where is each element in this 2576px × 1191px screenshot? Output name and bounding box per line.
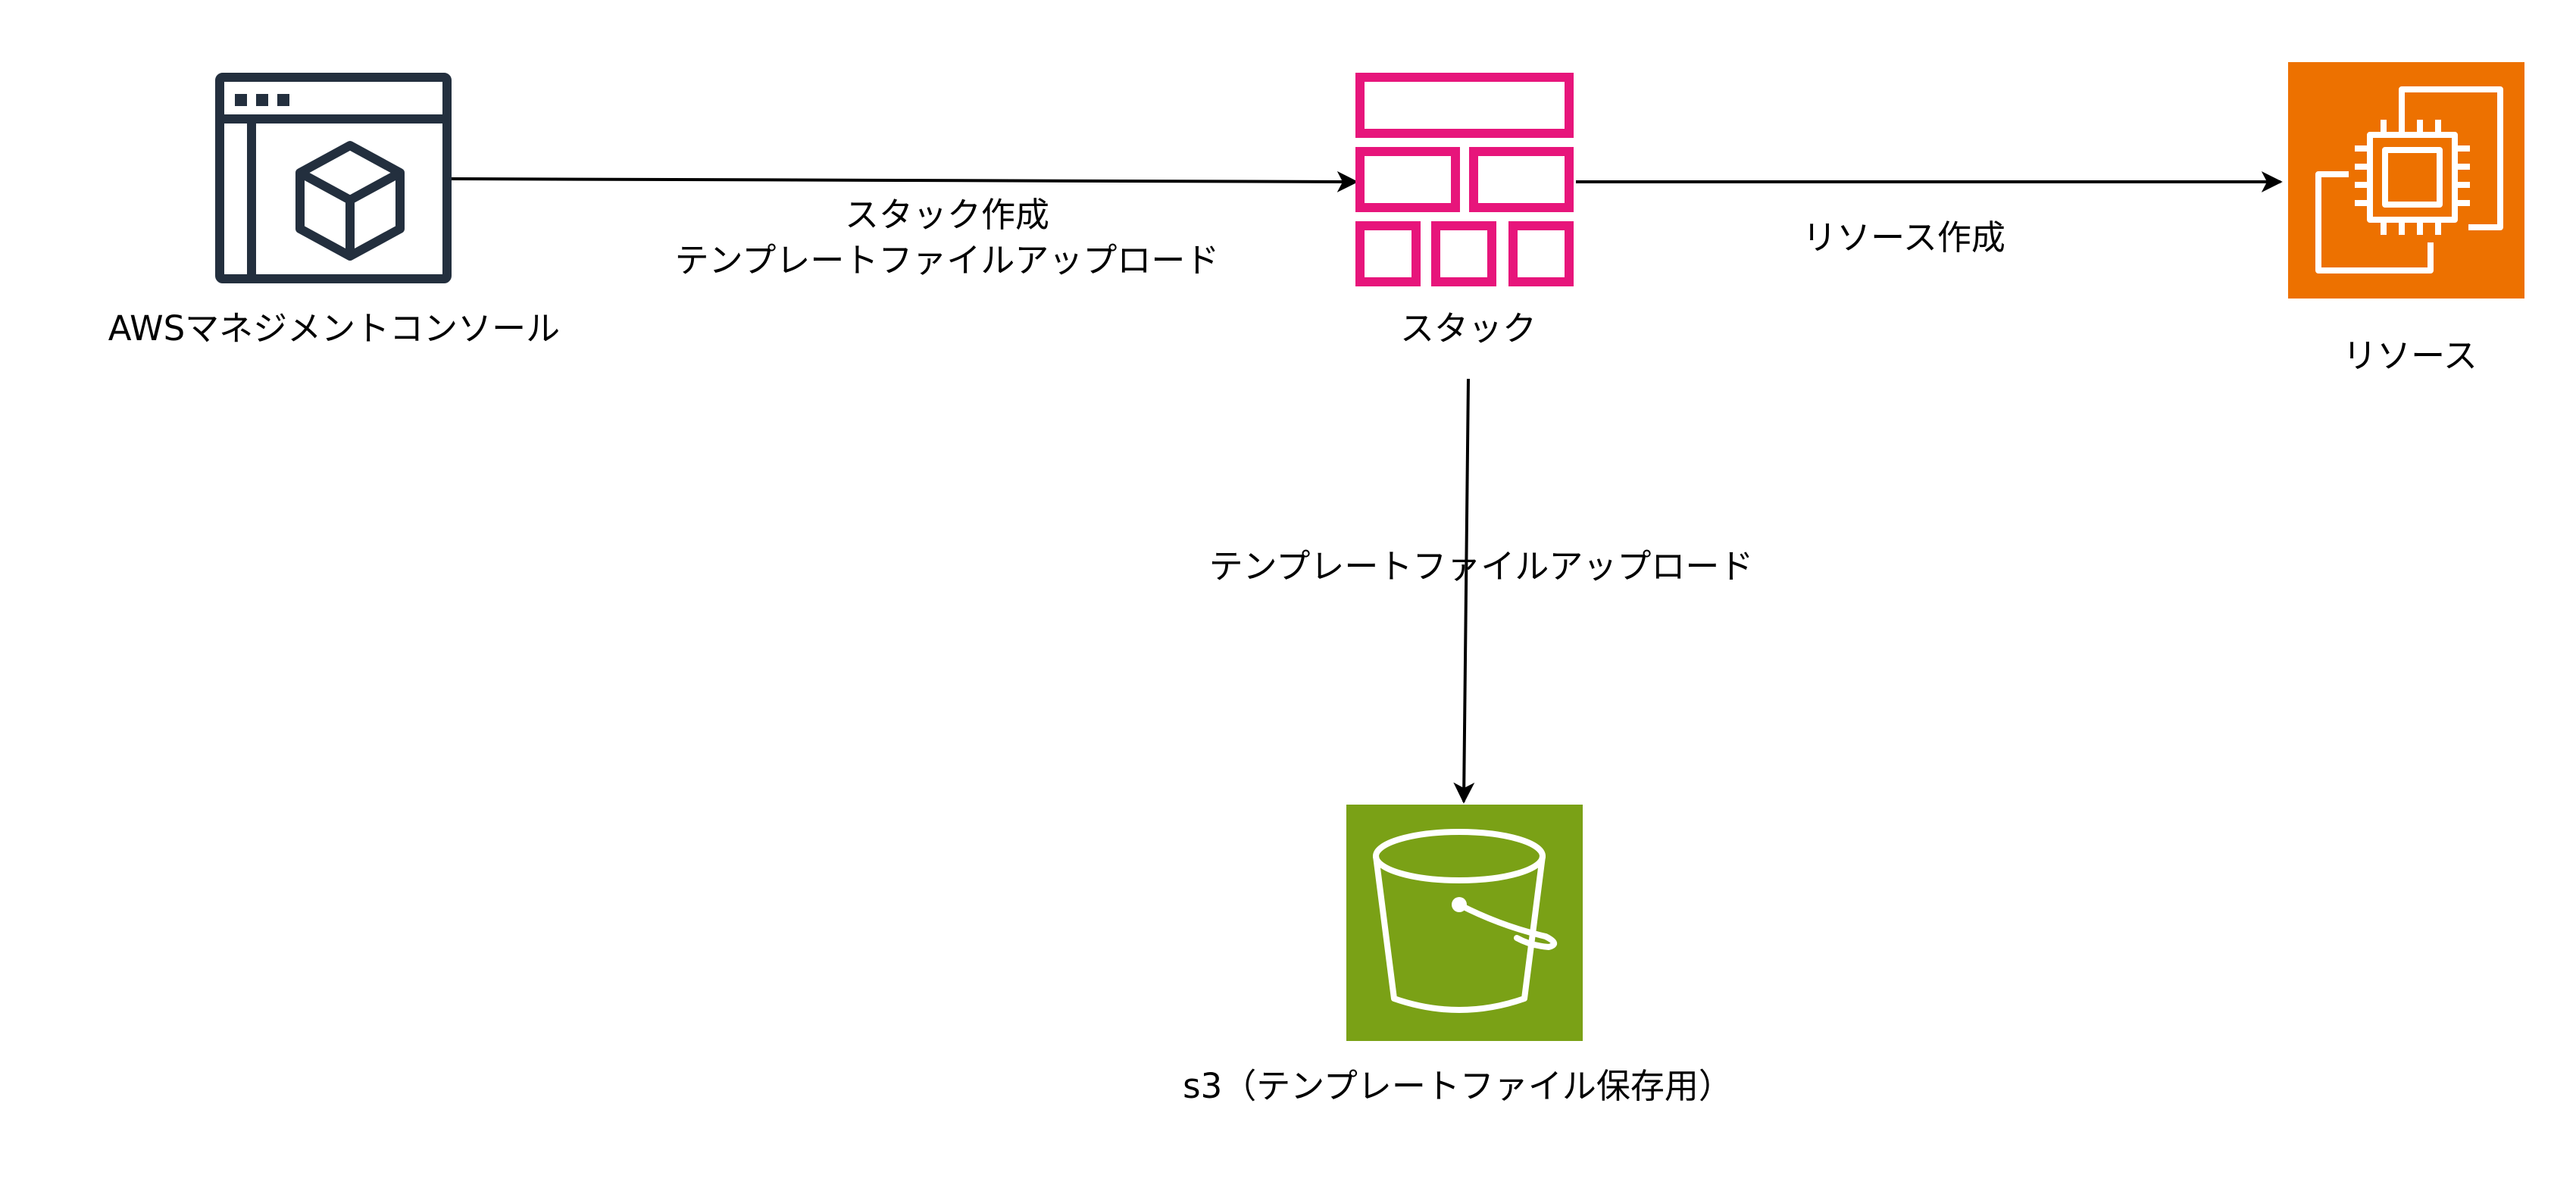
s3-label: s3（テンプレートファイル保存用） [1183, 1066, 1733, 1106]
resource-label: リソース [2343, 336, 2478, 376]
console-label: AWSマネジメントコンソール [108, 308, 561, 349]
window-dots [235, 94, 289, 106]
stack-label: スタック [1399, 308, 1537, 349]
ec2-instance-icon [2288, 62, 2524, 299]
management-console-icon [215, 73, 452, 283]
edge-label-upload-to-s3: テンプレートファイルアップロード [1208, 546, 1754, 586]
cloudformation-stack-icon [1355, 73, 1574, 286]
s3-bucket-icon [1346, 805, 1583, 1041]
edge-label-upload-template: テンプレートファイルアップロード [674, 240, 1220, 280]
edge-stack-to-s3 [1453, 378, 1475, 804]
edge-label-create-resource: リソース作成 [1802, 217, 2005, 258]
edge-label-create-stack: スタック作成 [844, 195, 1050, 235]
edge-console-to-stack [448, 170, 1358, 192]
